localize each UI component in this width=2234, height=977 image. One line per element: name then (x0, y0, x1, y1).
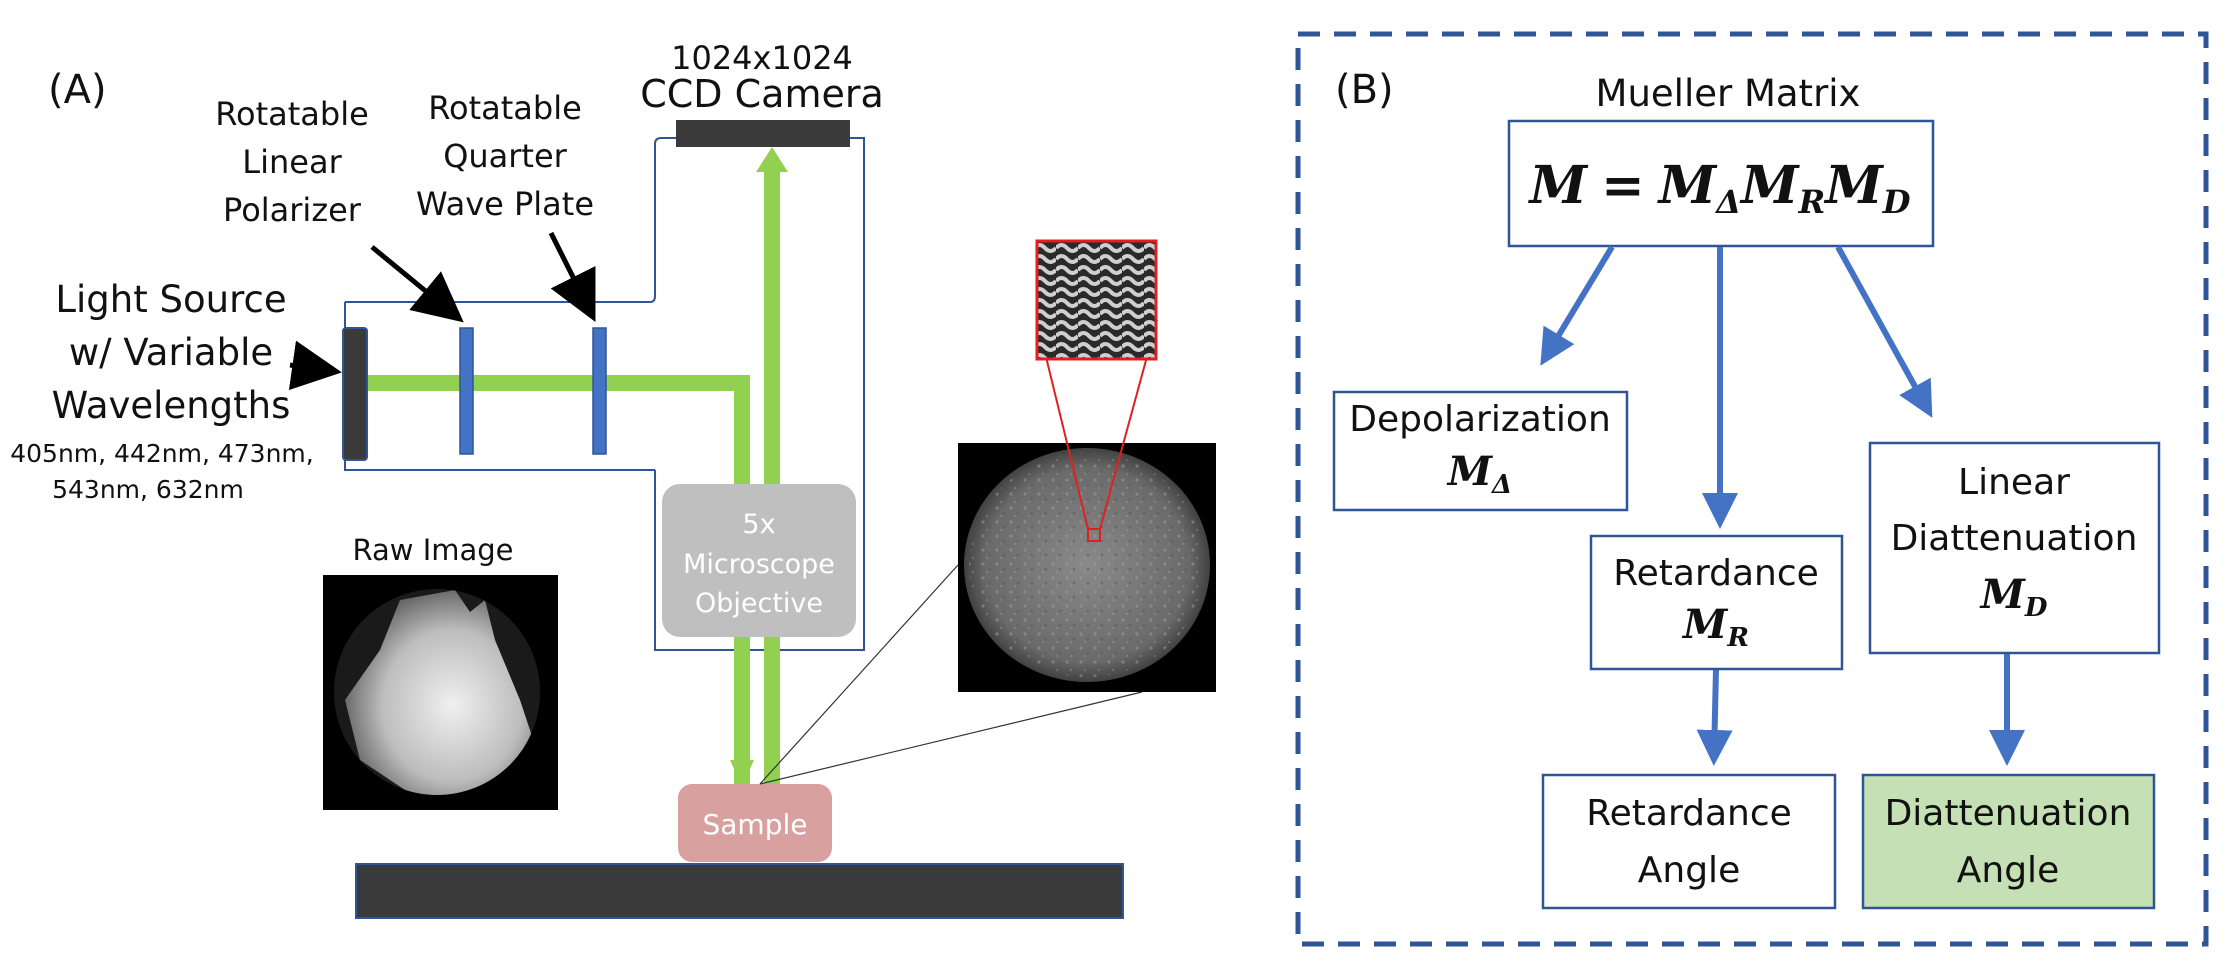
raw-image (323, 575, 558, 810)
light-source-label-1: Light Source (55, 278, 286, 321)
zoom-inset-image (1035, 239, 1158, 361)
beam-arrowhead-down (730, 760, 754, 786)
microscope-stage (355, 863, 1124, 919)
objective-label-2: Microscope (683, 549, 835, 580)
polarizer-label-3: Polarizer (223, 191, 362, 229)
microscope-objective (662, 484, 856, 637)
light-source-label-3: Wavelengths (52, 384, 291, 427)
sample-label: Sample (703, 808, 808, 841)
arrow-to-retardance-angle (1696, 668, 1733, 766)
quarter-wave-plate (592, 327, 607, 455)
wave-plate-label-2: Quarter (443, 137, 567, 175)
diattenuation-angle-label-2: Angle (1957, 850, 2059, 891)
wavelengths-line-1: 405nm, 442nm, 473nm, (10, 439, 313, 468)
objective-label-1: 5x (742, 509, 775, 540)
depolarization-box (1332, 390, 1629, 512)
beam-arrowhead-up (756, 147, 788, 172)
depolarization-label: Depolarization (1349, 399, 1611, 440)
light-source-label-2: w/ Variable (69, 331, 273, 374)
arrow-to-depolarization (1540, 245, 1615, 366)
retardance-angle-label-2: Angle (1638, 850, 1740, 891)
mueller-equation: M=MΔMRMD (1528, 155, 1911, 221)
magnify-line-bottom (759, 691, 1143, 785)
linear-polarizer (459, 327, 474, 455)
diattenuation-angle-box (1861, 773, 2156, 910)
diattenuation-label-1: Linear (1958, 462, 2070, 503)
retardance-angle-label-1: Retardance (1586, 793, 1792, 834)
polarizer-pointer (370, 245, 464, 323)
light-source-pointer (288, 340, 342, 391)
retardance-label: Retardance (1613, 553, 1819, 594)
retardance-symbol: MR (1681, 601, 1749, 653)
wave-plate-label-1: Rotatable (428, 89, 582, 127)
panel-b-frame (1295, 31, 2209, 947)
polarizer-label-2: Linear (242, 143, 342, 181)
arrow-to-diattenuation (1835, 245, 1933, 418)
ccd-camera (676, 120, 850, 147)
light-source (342, 327, 368, 461)
panel-a-label: (A) (48, 67, 107, 113)
panel-b-label: (B) (1335, 67, 1394, 113)
retardance-angle-box (1541, 773, 1837, 910)
wavelengths-line-2: 543nm, 632nm (52, 475, 244, 504)
light-beam-in (360, 375, 750, 784)
zoom-region (1087, 528, 1101, 542)
retardance-box (1589, 534, 1844, 671)
objective-label-3: Objective (695, 588, 823, 619)
diattenuation-label-2: Diattenuation (1891, 518, 2138, 559)
camera-name-label: CCD Camera (640, 72, 884, 116)
wave-plate-pointer (548, 231, 596, 322)
mueller-equation-box (1507, 119, 1935, 248)
raw-image-label: Raw Image (352, 533, 513, 567)
wave-plate-label-3: Wave Plate (416, 185, 594, 223)
magnified-tissue-image (958, 443, 1216, 692)
diattenuation-angle-label-1: Diattenuation (1885, 793, 2132, 834)
diattenuation-box (1868, 441, 2161, 655)
polarizer-label-1: Rotatable (215, 95, 369, 133)
diattenuation-symbol: MD (1979, 571, 2048, 623)
sample (678, 784, 832, 862)
depolarization-symbol: MΔ (1446, 448, 1512, 500)
mueller-matrix-title: Mueller Matrix (1596, 72, 1861, 115)
camera-resolution-label: 1024x1024 (671, 39, 853, 77)
magnify-line-top (759, 564, 959, 785)
